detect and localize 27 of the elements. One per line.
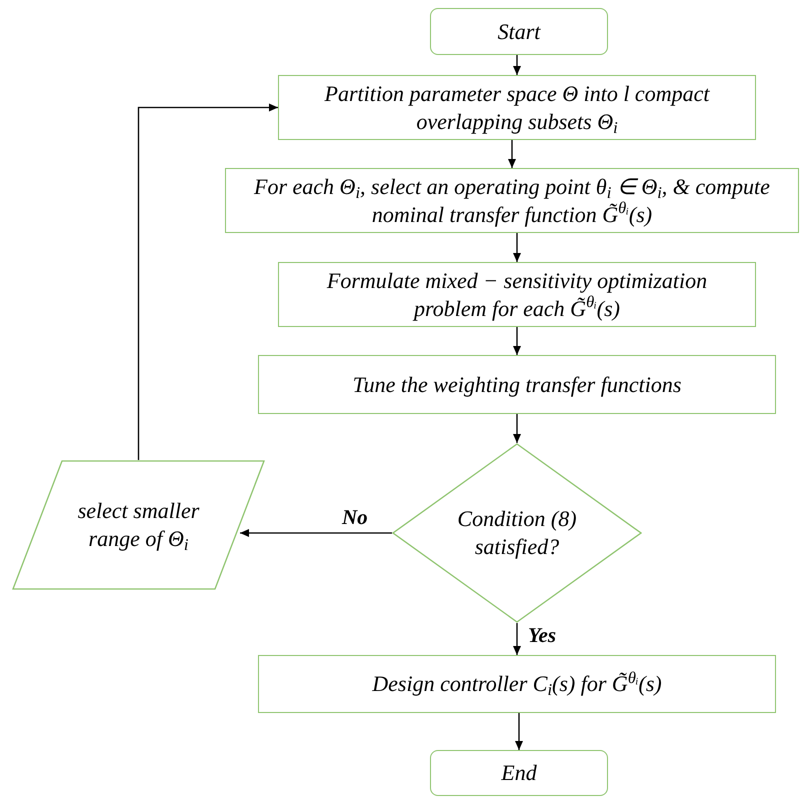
node-text: Tune the weighting transfer functions (352, 370, 682, 398)
process-box (258, 655, 776, 713)
node-text: Partition parameter space Θ into l compact overlapping subsets Θ$_{i}$ (324, 80, 711, 136)
node-text: select smaller range of Θ$_{i}$ (76, 497, 200, 553)
arrow (513, 623, 521, 655)
arrow (138, 104, 278, 460)
arrow (240, 529, 392, 537)
arrow (513, 55, 521, 75)
arrow (508, 140, 516, 168)
process-box (225, 168, 799, 233)
end-terminal (430, 750, 608, 796)
node-text: For each Θ$_{i}$, select an operating point θ$_{i}$ ∈ Θ$_{i}$, & compute nominal transfer function G̃$^{θᵢ}$(s) (253, 172, 771, 228)
node-text: Start (496, 18, 542, 46)
node-text: Condition (8) satisfied? (456, 505, 578, 561)
arrow (513, 327, 521, 355)
node-text: End (500, 759, 538, 787)
node-text: Formulate mixed − sensitivity optimization problem for each G̃$^{θᵢ}$(s) (326, 266, 708, 322)
arrow (513, 414, 521, 443)
input-parallelogram (12, 460, 265, 590)
process-box (278, 262, 756, 327)
decision-diamond (392, 443, 642, 623)
arrow (515, 713, 523, 750)
start-terminal (430, 8, 608, 55)
process-box (258, 355, 776, 414)
arrow (513, 233, 521, 262)
process-box (278, 75, 756, 140)
node-text: Design controller C$_{i}$(s) for G̃$^{θᵢ}$(s) (371, 670, 663, 698)
